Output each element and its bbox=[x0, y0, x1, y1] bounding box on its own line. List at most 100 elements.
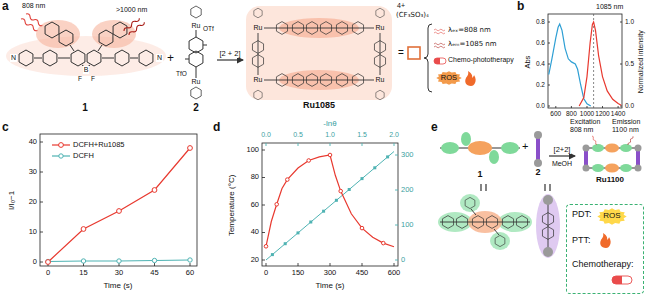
metallacycle-structure-part bbox=[252, 55, 263, 68]
text-label: 450 bbox=[356, 269, 369, 277]
reaction-arrow bbox=[217, 59, 243, 60]
ruthenium-pillar-schematic-part bbox=[534, 131, 542, 139]
node-label: ROS bbox=[441, 74, 457, 82]
compound-2-structure-part bbox=[185, 30, 207, 78]
text-label: 40 bbox=[251, 228, 259, 236]
metallacycle-1100-part bbox=[620, 164, 632, 172]
text-label: 1.0 bbox=[325, 131, 335, 139]
photothermal-chart-part-part bbox=[335, 199, 338, 202]
ros-chart-part bbox=[46, 146, 193, 265]
ros-chart-part-part bbox=[152, 258, 156, 262]
ligand-1-structure-part bbox=[460, 194, 480, 212]
metallacycle-structure-part bbox=[336, 22, 347, 35]
compound-1-structure-part bbox=[139, 50, 153, 66]
compound-1-structure-part bbox=[36, 20, 80, 48]
ros-burst: ROS bbox=[436, 71, 462, 85]
compound-1-structure bbox=[6, 20, 166, 76]
compound-1-structure-part bbox=[71, 50, 85, 66]
text-label: 0.0 bbox=[625, 102, 634, 109]
text-label: 0 bbox=[46, 269, 50, 277]
ligand-1-schematic-part bbox=[489, 150, 499, 164]
text-label: 0.5 bbox=[625, 60, 634, 67]
photothermal-chart-part bbox=[271, 155, 389, 256]
node-label: ROS bbox=[603, 212, 620, 221]
text-label: 200 bbox=[401, 186, 414, 194]
text-label: 20 bbox=[251, 256, 259, 264]
ligand-1-schematic-part bbox=[441, 142, 459, 154]
metallacycle-icon bbox=[408, 47, 420, 59]
spectra-chart-part bbox=[579, 22, 621, 106]
light-icon-part bbox=[434, 29, 445, 31]
photothermal-chart-part-part bbox=[284, 242, 287, 245]
photothermal-chart-part-part bbox=[361, 177, 364, 180]
photothermal-chart-part-part bbox=[348, 188, 351, 191]
photothermal-chart-part-part bbox=[271, 253, 274, 256]
ligand-1-schematic-part bbox=[468, 141, 492, 155]
ros-chart-part-part bbox=[117, 259, 121, 263]
pill-icon bbox=[434, 58, 446, 64]
text-label: a bbox=[2, 0, 9, 13]
ligand-1-structure-part bbox=[516, 216, 527, 229]
text-label: 1200 bbox=[595, 110, 609, 117]
compound-2-structure bbox=[185, 6, 207, 99]
photothermal-chart-part bbox=[266, 155, 394, 247]
photothermal-chart-part-part bbox=[328, 153, 332, 157]
text-label: 10 bbox=[29, 228, 37, 236]
metallacycle-structure bbox=[246, 6, 392, 100]
node-label: 1 bbox=[477, 170, 482, 180]
text-label: 2.0 bbox=[389, 131, 399, 139]
ligand-1-structure-part bbox=[502, 216, 513, 229]
ros-chart-part-part bbox=[117, 209, 122, 214]
metallacycle-1100-part bbox=[605, 164, 619, 173]
text-label: 300 bbox=[401, 151, 414, 159]
ruthenium-pillar-structure-part bbox=[542, 227, 553, 240]
ligand-1-schematic-part bbox=[461, 132, 471, 146]
text-label: Excitation 808 nm bbox=[570, 118, 606, 133]
ros-chart bbox=[40, 134, 197, 266]
text-label: Ru bbox=[191, 22, 202, 30]
text-label: λₑₓ=808 nm bbox=[448, 27, 491, 35]
metallacycle-structure-part bbox=[320, 74, 331, 87]
light-wave-part bbox=[627, 136, 633, 145]
ros-chart-part-part bbox=[188, 258, 192, 262]
text-label: 0.0 bbox=[261, 131, 271, 139]
photothermal-chart-part-part bbox=[322, 210, 325, 213]
node-label: Ru1100 bbox=[596, 176, 624, 185]
photothermal-chart-part-part bbox=[360, 226, 364, 230]
compound-1-structure-part bbox=[34, 45, 138, 68]
text-label: Temperature (°C) bbox=[229, 174, 238, 235]
text-label: 1000 bbox=[580, 110, 594, 117]
text-label: OTf bbox=[203, 25, 214, 32]
compound-node: 2 bbox=[176, 4, 216, 114]
metallacycle-1100 bbox=[583, 144, 642, 173]
ros-chart-part bbox=[40, 142, 190, 266]
text-label: 300 bbox=[324, 269, 337, 277]
text-label: >1000 nm bbox=[116, 6, 147, 14]
text-label: 100 bbox=[246, 146, 259, 154]
ruthenium-pillar-structure bbox=[536, 194, 560, 258]
text-label: 0 bbox=[401, 256, 405, 264]
equivalence-sign bbox=[481, 184, 550, 191]
metallacycle-structure-part bbox=[252, 41, 263, 54]
text-label: 60 bbox=[251, 201, 259, 209]
legend-sample-part bbox=[59, 143, 64, 148]
text-label: d bbox=[213, 121, 220, 134]
text-label: + bbox=[167, 52, 174, 65]
text-label: 15 bbox=[79, 269, 87, 277]
ros-chart-part-part bbox=[81, 227, 86, 232]
compound-node: Ru1100 bbox=[576, 138, 644, 188]
metallacycle-structure-part bbox=[336, 74, 347, 87]
text-label: 0.8 bbox=[536, 18, 545, 25]
edge-label: [2 + 2] bbox=[218, 50, 241, 58]
photothermal-chart-part bbox=[266, 152, 394, 261]
node-label: Ru1085 bbox=[303, 101, 335, 111]
metallacycle-structure-part bbox=[376, 8, 384, 18]
spectra-chart bbox=[548, 14, 622, 108]
metallacycle-structure-part bbox=[276, 74, 287, 87]
ruthenium-pillar-structure-part bbox=[536, 194, 560, 258]
text-label: TfO bbox=[176, 70, 187, 77]
ruthenium-pillar-schematic-part bbox=[536, 136, 540, 162]
photothermal-chart-part-part bbox=[286, 178, 290, 182]
